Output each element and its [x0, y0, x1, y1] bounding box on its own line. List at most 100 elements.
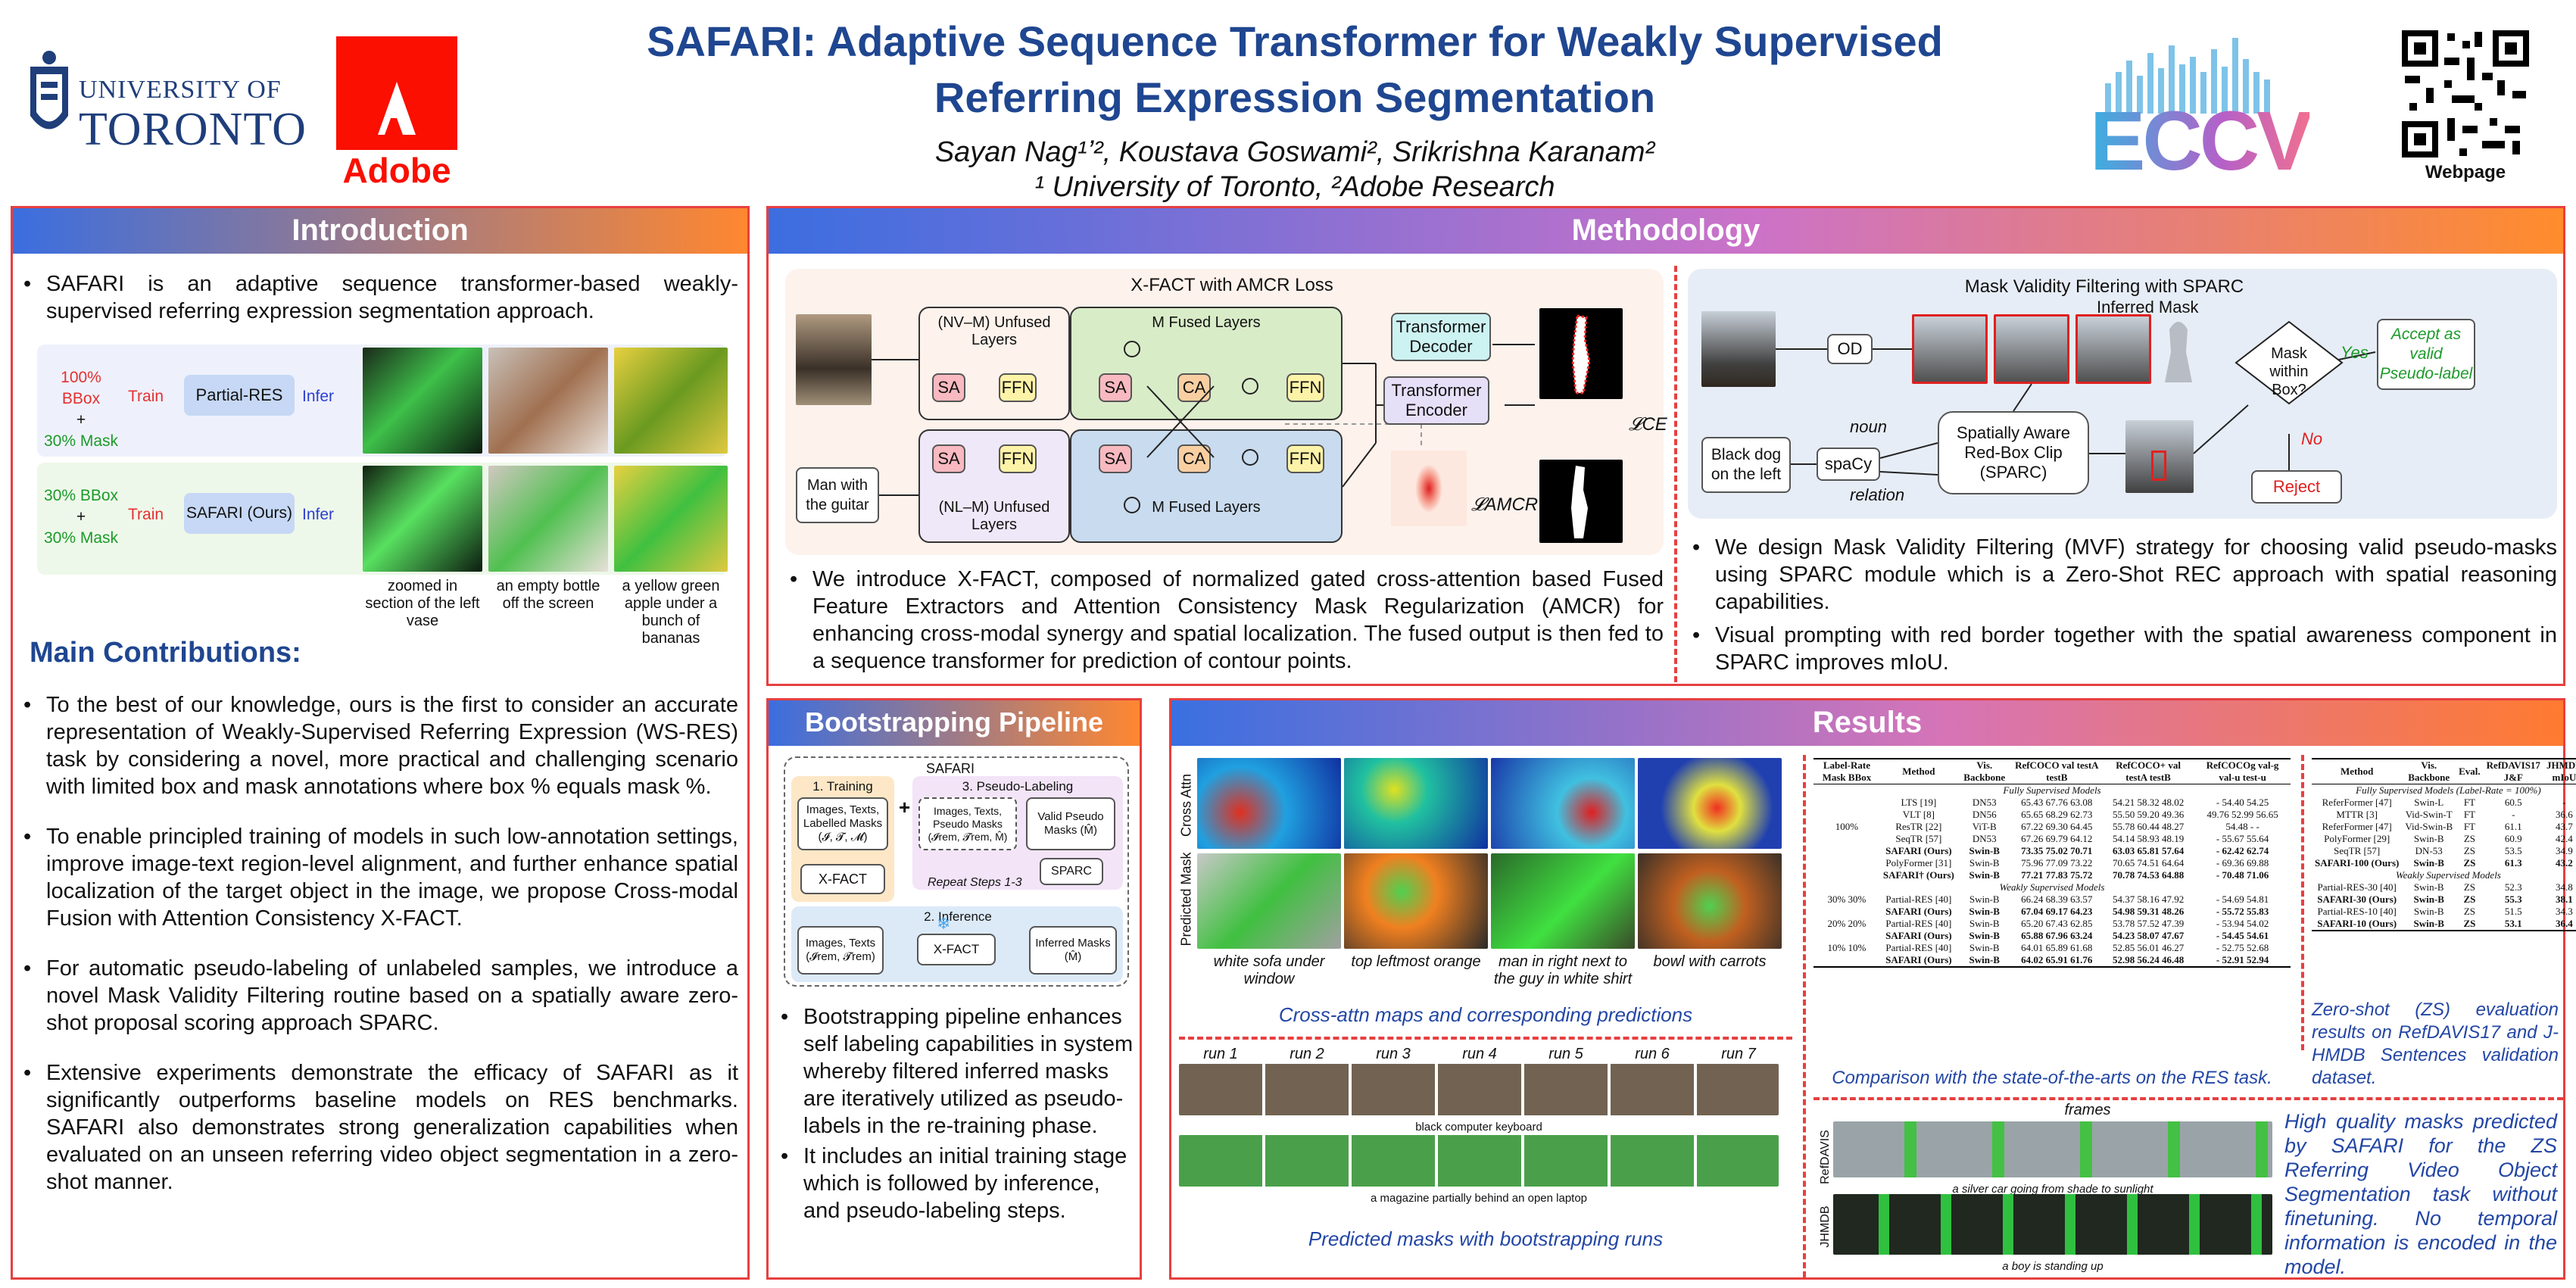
gt-mask-icon: [1571, 466, 1588, 538]
table-cell: - 55.67 55.64: [2216, 833, 2269, 844]
run-label: run 7: [1721, 1046, 1756, 1062]
repeat-label: Repeat Steps 1-3: [928, 876, 1022, 889]
table-header-cell: Vis. Backbone: [2408, 759, 2450, 783]
od-box: OD: [1827, 334, 1873, 364]
guitar-image: [796, 314, 872, 405]
table-cell: Swin-B: [1969, 930, 2000, 941]
contour-icon: [1571, 314, 1591, 395]
fused-bottom: SA CA FFN M Fused Layers: [1070, 429, 1343, 543]
table-cell: 55.78 60.44 48.27: [2112, 821, 2185, 832]
table-cell: 65.88 67.96 63.24: [2021, 930, 2093, 941]
attn-caption-1: white sofa under window: [1213, 953, 1325, 987]
proposal-image-1: [1912, 314, 1988, 384]
intro-summary: SAFARI is an adaptive sequence transform…: [19, 270, 738, 325]
run-caption-2: a magazine partially behind an open lapt…: [1370, 1192, 1588, 1205]
row2-plus: +: [76, 508, 86, 525]
proposal-image-3: [2075, 314, 2151, 384]
bootstrap-runs-title: Predicted masks with bootstrapping runs: [1308, 1227, 1664, 1250]
table-cell: 60.9: [2504, 833, 2522, 844]
table-cell: 43.7: [2556, 821, 2573, 832]
uoft-line1: UNIVERSITY OF: [79, 76, 282, 104]
introduction-title: Introduction: [13, 208, 747, 254]
run-caption-1: black computer keyboard: [1415, 1121, 1542, 1134]
training-data-box: Images, Texts, Labelled Masks (𝓘, 𝓣, 𝓜): [797, 797, 888, 850]
table-cell: SeqTR [57]: [2334, 845, 2381, 856]
table-cell: -: [2512, 809, 2515, 820]
row1-plus: +: [76, 411, 86, 429]
table-section-row: Fully Supervised Models: [1813, 784, 2291, 797]
zs-title: Zero-shot (ZS) evaluation results on Ref…: [2312, 1000, 2559, 1088]
run-label: run 3: [1376, 1046, 1411, 1062]
unfused-top: (NV–M) Unfused Layers SA FFN: [918, 307, 1070, 420]
banana-image-2: [614, 466, 728, 572]
table-cell: - 62.42 62.74: [2216, 845, 2269, 856]
filtered-image: [2125, 420, 2194, 493]
run-label: run 1: [1203, 1046, 1238, 1062]
table-cell: 70.65 74.51 64.64: [2112, 857, 2185, 869]
pred-mask-4: [1638, 853, 1782, 949]
table-cell: 38.1: [2556, 893, 2573, 905]
table-cell: VLT [8]: [1902, 809, 1935, 820]
bottle-image-2: [488, 466, 608, 572]
eccv-wordmark: ECCV: [2090, 95, 2312, 188]
table-cell: DN56: [1972, 809, 1997, 820]
table-cell: ReferFormer [47]: [2322, 821, 2392, 832]
table-cell: Swin-B: [1969, 906, 2000, 917]
row2-labels: 30% BBox + 30% Mask: [42, 485, 120, 549]
row1-bbox: 100% BBox: [61, 369, 101, 407]
uoft-line2: TORONTO: [79, 104, 307, 155]
transformer-encoder-box: Transformer Encoder: [1383, 376, 1489, 425]
contribution-item: To the best of our knowledge, ours is th…: [19, 691, 738, 800]
table-cell: Vid-Swin-T: [2405, 809, 2453, 820]
table-cell: 49.76 52.99 56.65: [2206, 809, 2278, 820]
bootstrap-bullet: Bootstrapping pipeline enhances self lab…: [776, 1003, 1137, 1140]
table-cell: - 52.91 52.94: [2216, 954, 2269, 965]
proposal-image-2: [1994, 314, 2069, 384]
poster-title: SAFARI: Adaptive Sequence Transformer fo…: [575, 14, 2014, 126]
row1-train: Train: [128, 388, 164, 405]
table-cell: [1813, 930, 1880, 942]
qr-code[interactable]: [2399, 27, 2532, 161]
sota-title: Comparison with the state-of-the-arts on…: [1832, 1068, 2272, 1088]
row1-infer: Infer: [302, 388, 335, 405]
sa-block: SA: [932, 444, 965, 473]
table-cell: 75.96 77.09 73.22: [2021, 857, 2093, 869]
attn-caption-4: bowl with carrots: [1653, 953, 1767, 970]
table-cell: 61.3: [2504, 857, 2522, 869]
table-cell: ZS: [2463, 906, 2475, 917]
vase-image-1: [363, 348, 482, 454]
run-label: run 5: [1548, 1046, 1583, 1062]
eccv-logo: ECCV: [2090, 30, 2317, 188]
table-section-row: Fully Supervised Models (Label-Rate = 10…: [2312, 784, 2576, 797]
table-cell: 52.3: [2504, 881, 2522, 893]
table-cell: Swin-B: [2413, 881, 2444, 893]
table-cell: [1813, 857, 1880, 869]
run-label: run 4: [1462, 1046, 1497, 1062]
attention-map-image: [1391, 451, 1467, 526]
row2-mask: 30% Mask: [43, 529, 119, 547]
predicted-mask-label: Predicted Mask: [1178, 852, 1194, 947]
predicted-contour-image: [1539, 308, 1623, 399]
results-panel: Results Cross Attn Predicted Mask white …: [1169, 698, 2576, 1280]
table-cell: - 69.36 69.88: [2216, 857, 2269, 869]
run-label: run 6: [1635, 1046, 1670, 1062]
attn-map-4: [1638, 758, 1782, 849]
inferred-masks-box: Inferred Masks (M̂): [1029, 926, 1117, 975]
mvf-diagram: Mask Validity Filtering with SPARC Infer…: [1688, 269, 2557, 519]
table-section-row: Weakly Supervised Models: [2312, 869, 2576, 881]
noun-label: noun: [1850, 417, 1887, 436]
table-cell: Partial-RES [40]: [1885, 918, 1952, 929]
table-cell: DN-53: [2415, 845, 2443, 856]
table-cell: - 54.69 54.81: [2216, 893, 2269, 905]
sa-block: SA: [1099, 373, 1132, 402]
results-divider-2: [1803, 755, 1806, 1277]
table-cell: ResTR [22]: [1895, 821, 1942, 832]
